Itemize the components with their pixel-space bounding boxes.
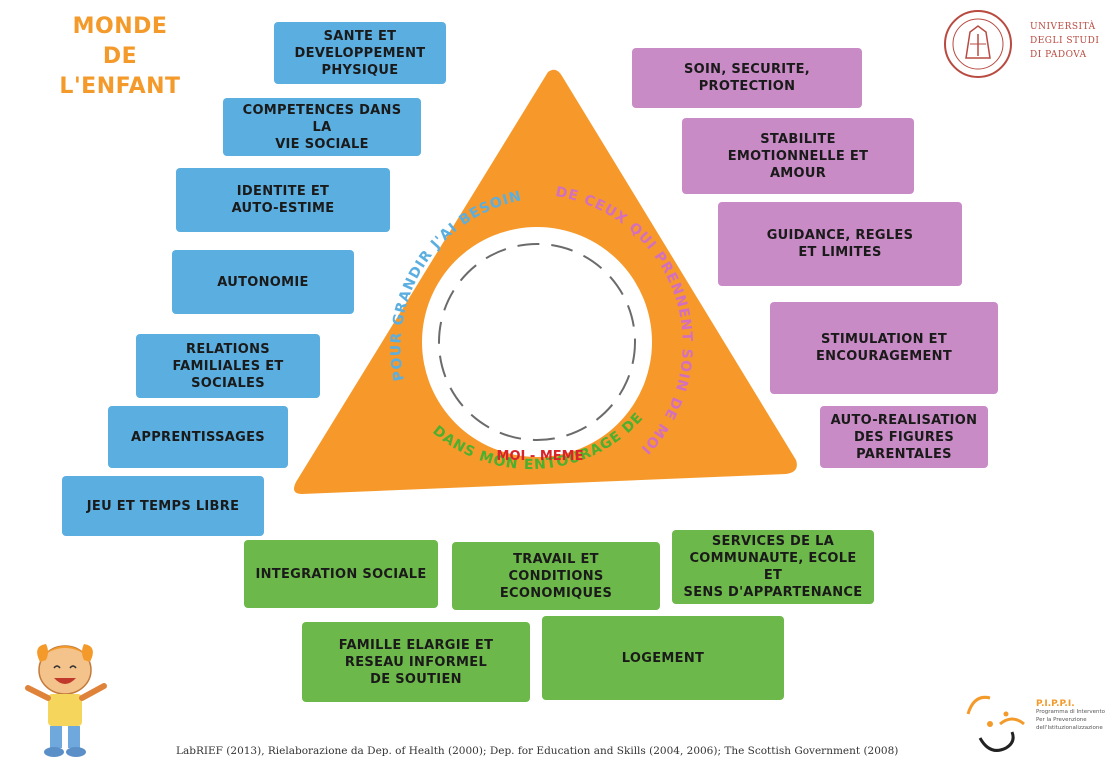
need-box-learning: APPRENTISSAGES [108,406,288,468]
university-seal-icon [944,10,1012,78]
need-text: FAMILIALES ET [172,358,284,374]
parenting-text: SOIN, SECURITE, [684,62,810,77]
parenting-text: PARENTALES [856,446,952,462]
university-name: UNIVERSITÀ DEGLI STUDI DI PADOVA [1030,20,1102,62]
env-text: DE SOUTIEN [370,671,462,687]
env-text: RESEAU INFORMEL [344,654,488,670]
need-text: DEVELOPPEMENT [294,45,426,61]
pippi-text: P.I.P.P.I. Programma di Intervento Per l… [1036,700,1106,732]
parenting-text: STIMULATION ET [820,332,947,347]
env-box-services: SERVICES DE LA COMMUNAUTE, ECOLE ET SENS… [672,530,874,604]
need-text: SOCIALES [191,375,265,391]
university-line-3: DI PADOVA [1030,50,1087,60]
need-text: IDENTITE ET [236,184,330,199]
pippi-line-3: dell'Istituzionalizzazione [1036,725,1103,731]
center-label: MOI - MEME [497,449,584,464]
need-text: APPRENTISSAGES [131,429,265,445]
parenting-text: ET LIMITES [798,245,882,260]
need-text: JEU ET TEMPS LIBRE [86,498,240,514]
pippi-logo-icon [966,695,1025,752]
need-text: SANTE ET [323,28,397,44]
parenting-box-care: SOIN, SECURITE, PROTECTION [632,48,862,108]
env-box-work: TRAVAIL ET CONDITIONS ECONOMIQUES [452,542,660,610]
parenting-text: PROTECTION [698,79,796,94]
env-text: LOGEMENT [621,650,705,666]
need-box-relations: RELATIONS FAMILIALES ET SOCIALES [136,334,320,398]
pippi-line-2: Per la Prevenzione [1036,717,1087,723]
need-text: AUTONOMIE [217,274,309,290]
parenting-text: STABILITE [760,131,836,147]
env-box-housing: LOGEMENT [542,616,784,700]
env-box-extended-family: FAMILLE ELARGIE ET RESEAU INFORMEL DE SO… [302,622,530,702]
parenting-text: EMOTIONNELLE ET [727,148,869,164]
need-text: PHYSIQUE [321,62,399,78]
dashed-circle [438,243,636,441]
env-text: TRAVAIL ET [513,551,599,567]
parenting-box-stability: STABILITE EMOTIONNELLE ET AMOUR [682,118,914,194]
need-box-play: JEU ET TEMPS LIBRE [62,476,264,536]
env-text: SERVICES DE LA [711,534,835,549]
need-box-social-skills: COMPETENCES DANS LA VIE SOCIALE [223,98,421,156]
env-text: CONDITIONS [508,568,604,584]
parenting-text: DES FIGURES [853,429,955,445]
env-text: COMMUNAUTE, ECOLE ET [689,551,857,583]
parenting-text: GUIDANCE, REGLES [766,228,914,243]
university-line-2: DEGLI STUDI [1030,36,1100,46]
page-title: MONDE DE L'ENFANT [40,12,200,102]
parenting-box-self-realization: AUTO-REALISATION DES FIGURES PARENTALES [820,406,988,468]
parenting-text: AMOUR [769,165,827,181]
need-box-autonomy: AUTONOMIE [172,250,354,314]
env-text: FAMILLE ELARGIE ET [338,637,494,653]
child-illustration-icon [25,644,107,757]
self-circle [422,227,652,457]
env-text: SENS D'APPARTENANCE [683,585,863,600]
need-box-health: SANTE ET DEVELOPPEMENT PHYSIQUE [274,22,446,84]
parenting-box-guidance: GUIDANCE, REGLES ET LIMITES [718,202,962,286]
need-text: VIE SOCIALE [275,136,369,152]
need-text: AUTO-ESTIME [231,201,335,216]
university-line-1: UNIVERSITÀ [1030,22,1096,32]
need-text: RELATIONS [186,341,270,357]
pippi-brand: P.I.P.P.I. [1036,699,1075,709]
parenting-box-stimulation: STIMULATION ET ENCOURAGEMENT [770,302,998,394]
parenting-text: ENCOURAGEMENT [816,349,952,364]
need-box-identity: IDENTITE ET AUTO-ESTIME [176,168,390,232]
env-text: INTEGRATION SOCIALE [255,566,427,582]
footer-citation: LabRIEF (2013), Rielaborazione da Dep. o… [176,745,899,757]
parenting-text: AUTO-REALISATION [830,412,978,428]
env-box-social-integration: INTEGRATION SOCIALE [244,540,438,608]
need-text: COMPETENCES DANS LA [242,102,402,135]
title-line-1: MONDE [72,14,168,39]
env-text: ECONOMIQUES [499,585,613,601]
title-line-2: DE L'ENFANT [59,44,181,99]
pippi-line-1: Programma di Intervento [1036,709,1106,715]
